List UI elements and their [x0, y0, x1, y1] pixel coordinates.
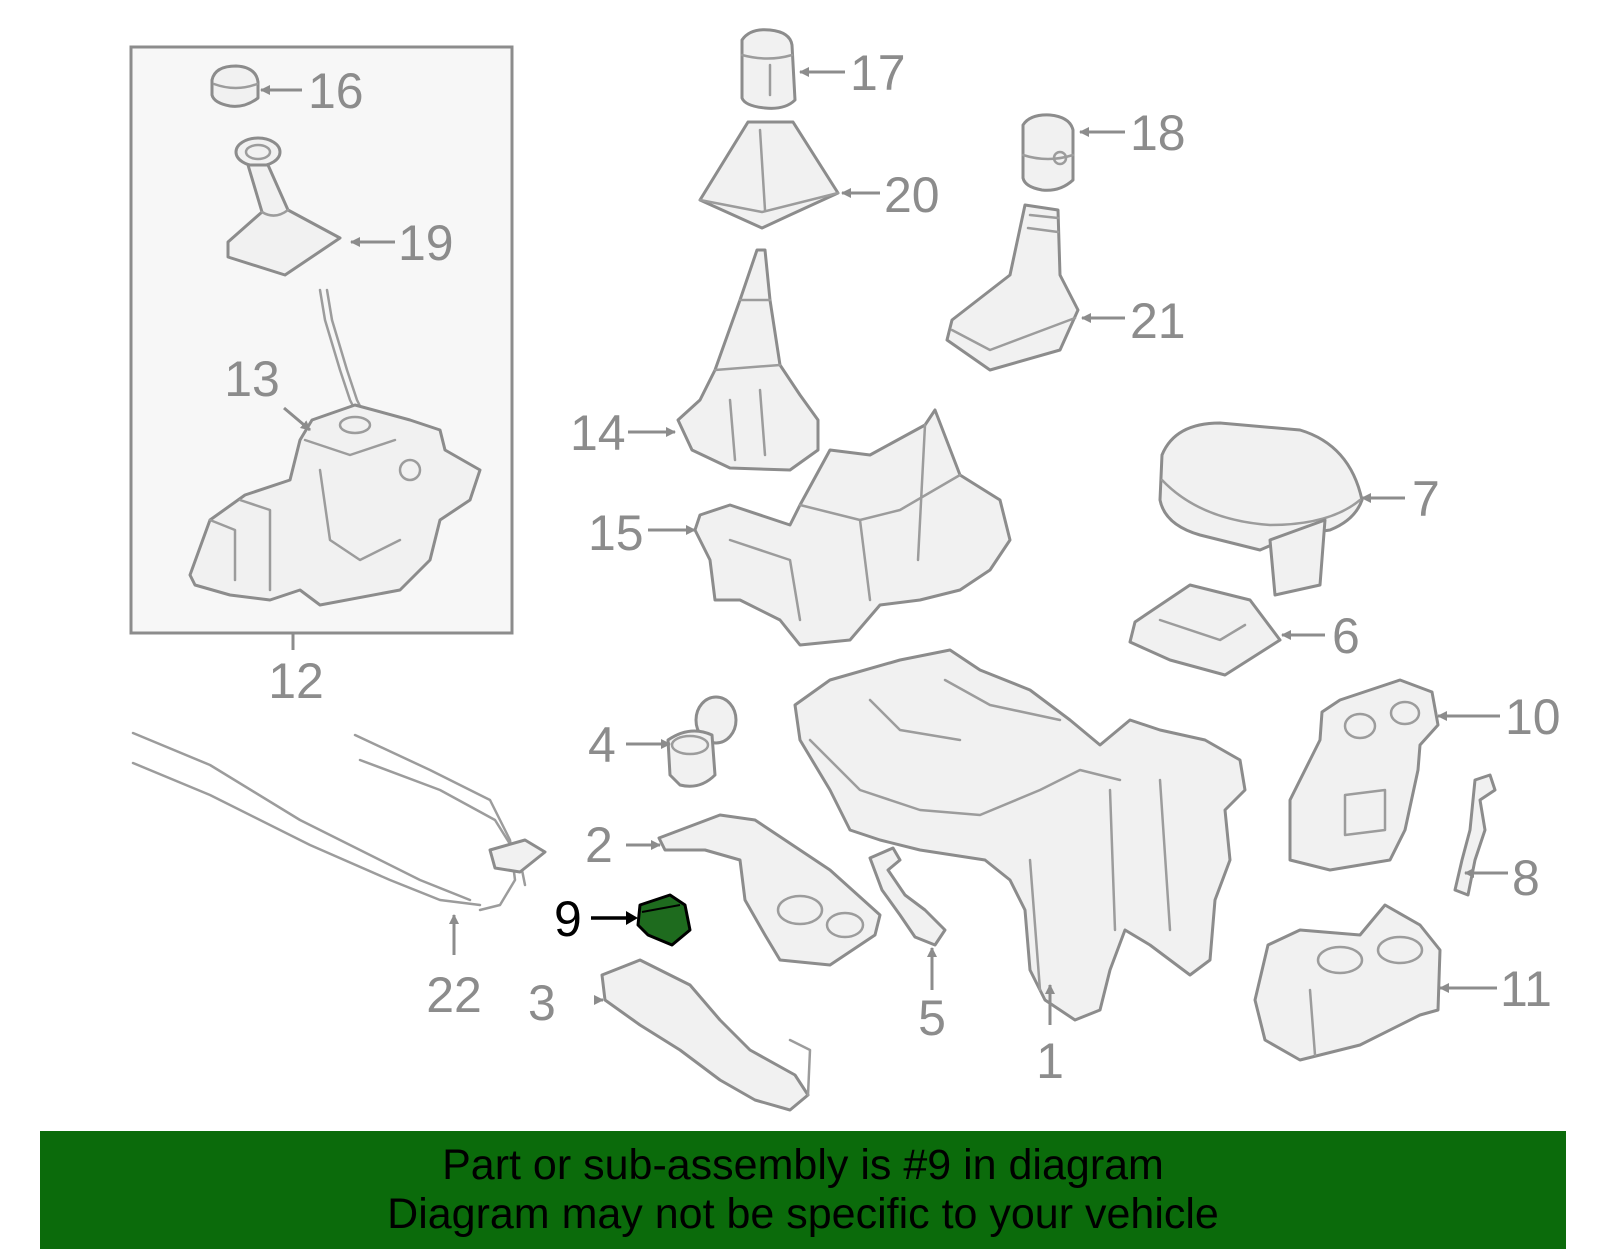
callout-11: 11	[1500, 961, 1552, 1017]
callout-arrow-9	[591, 911, 638, 925]
part-8[interactable]	[1453, 773, 1497, 897]
callout-10: 10	[1505, 689, 1561, 745]
callout-labels: 1 2 3 4 5 6 7 8 9 10 11 12 13 14 15 16 1…	[224, 45, 1560, 1089]
part-4[interactable]	[666, 695, 738, 788]
part-16[interactable]	[210, 64, 260, 108]
callout-7: 7	[1412, 471, 1440, 527]
callout-12: 12	[268, 653, 324, 709]
callout-13: 13	[224, 351, 280, 407]
part-15[interactable]	[693, 408, 1012, 647]
part-9-highlighted[interactable]	[636, 893, 692, 947]
callout-8: 8	[1512, 850, 1540, 906]
part-13[interactable]	[188, 288, 482, 607]
part-19[interactable]	[226, 136, 342, 277]
part-10[interactable]	[1288, 678, 1440, 872]
part-18[interactable]	[1021, 113, 1075, 192]
callout-17: 17	[850, 45, 906, 101]
footer-line-2: Diagram may not be specific to your vehi…	[387, 1190, 1219, 1238]
callout-5: 5	[918, 990, 946, 1046]
part-3[interactable]	[600, 958, 812, 1112]
part-22[interactable]	[131, 731, 547, 912]
callout-15: 15	[588, 505, 644, 561]
part-11[interactable]	[1253, 903, 1442, 1062]
part-17[interactable]	[740, 28, 797, 110]
callout-14: 14	[570, 405, 626, 461]
part-5[interactable]	[868, 846, 947, 947]
callout-18: 18	[1130, 105, 1186, 161]
callout-4: 4	[588, 717, 616, 773]
part-20[interactable]	[698, 120, 840, 230]
callout-20: 20	[884, 167, 940, 223]
part-1[interactable]	[793, 648, 1247, 1022]
footer-line-1: Part or sub-assembly is #9 in diagram	[442, 1140, 1164, 1189]
callout-19: 19	[398, 215, 454, 271]
callout-2: 2	[585, 817, 613, 873]
callout-9: 9	[554, 891, 582, 947]
callout-arrows	[260, 67, 1508, 1025]
callout-16: 16	[308, 63, 364, 119]
part-21[interactable]	[945, 203, 1080, 372]
callout-1: 1	[1036, 1033, 1064, 1089]
part-6[interactable]	[1128, 583, 1282, 677]
part-2[interactable]	[657, 813, 882, 967]
callout-21: 21	[1130, 293, 1186, 349]
callout-22: 22	[426, 967, 482, 1023]
callout-6: 6	[1332, 608, 1360, 664]
callout-3: 3	[528, 975, 556, 1031]
part-14[interactable]	[676, 248, 820, 472]
part-7[interactable]	[1158, 421, 1364, 597]
footer-banner: Part or sub-assembly is #9 in diagram Di…	[40, 1131, 1566, 1249]
